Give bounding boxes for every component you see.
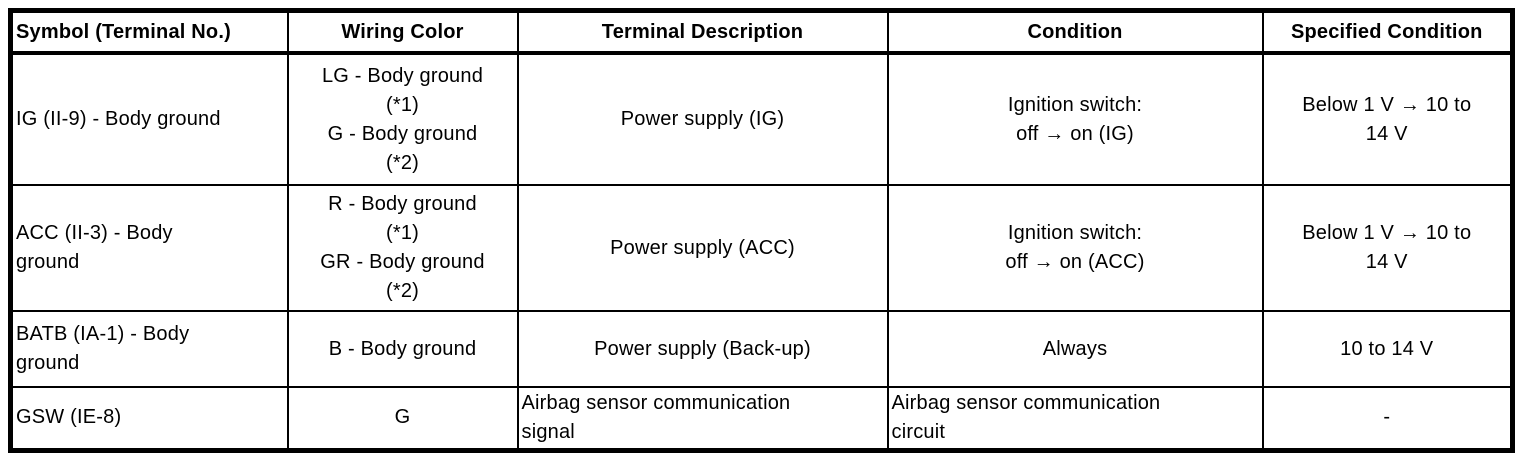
column-header-wiring-color: Wiring Color xyxy=(286,9,519,55)
cell-condition: Always xyxy=(886,310,1264,388)
header-row: Symbol (Terminal No.) Wiring Color Termi… xyxy=(9,9,1514,55)
table-row-batb: BATB (IA-1) - Body ground B - Body groun… xyxy=(9,310,1514,388)
table-row-acc: ACC (II-3) - Body ground R - Body ground… xyxy=(9,184,1514,312)
column-header-terminal-description: Terminal Description xyxy=(516,9,889,55)
cell-terminal-description: Airbag sensor communication signal xyxy=(516,386,889,451)
cell-terminal-description: Power supply (ACC) xyxy=(516,184,889,312)
cell-wiring-color: R - Body ground (*1) GR - Body ground (*… xyxy=(286,184,519,312)
cell-symbol: ACC (II-3) - Body ground xyxy=(9,184,289,312)
column-header-symbol: Symbol (Terminal No.) xyxy=(9,9,289,55)
cell-terminal-description: Power supply (Back-up) xyxy=(516,310,889,388)
table-row-ig: IG (II-9) - Body ground LG - Body ground… xyxy=(9,52,1514,186)
cell-terminal-description: Power supply (IG) xyxy=(516,52,889,186)
cell-symbol: GSW (IE-8) xyxy=(9,386,289,451)
cell-wiring-color: G xyxy=(286,386,519,451)
cell-condition: Ignition switch: off → on (IG) xyxy=(886,52,1264,186)
cell-specified-condition: 10 to 14 V xyxy=(1261,310,1514,388)
cell-specified-condition: - xyxy=(1261,386,1514,451)
cell-condition: Airbag sensor communication circuit xyxy=(886,386,1264,451)
terminal-spec-table: Symbol (Terminal No.) Wiring Color Termi… xyxy=(8,8,1515,453)
cell-wiring-color: B - Body ground xyxy=(286,310,519,388)
cell-specified-condition: Below 1 V → 10 to 14 V xyxy=(1261,52,1514,186)
cell-symbol: BATB (IA-1) - Body ground xyxy=(9,310,289,388)
cell-specified-condition: Below 1 V → 10 to 14 V xyxy=(1261,184,1514,312)
cell-wiring-color: LG - Body ground (*1) G - Body ground (*… xyxy=(286,52,519,186)
column-header-condition: Condition xyxy=(886,9,1264,55)
column-header-specified-condition: Specified Condition xyxy=(1261,9,1514,55)
table-row-gsw: GSW (IE-8) G Airbag sensor communication… xyxy=(9,386,1514,451)
cell-condition: Ignition switch: off → on (ACC) xyxy=(886,184,1264,312)
cell-symbol: IG (II-9) - Body ground xyxy=(9,52,289,186)
